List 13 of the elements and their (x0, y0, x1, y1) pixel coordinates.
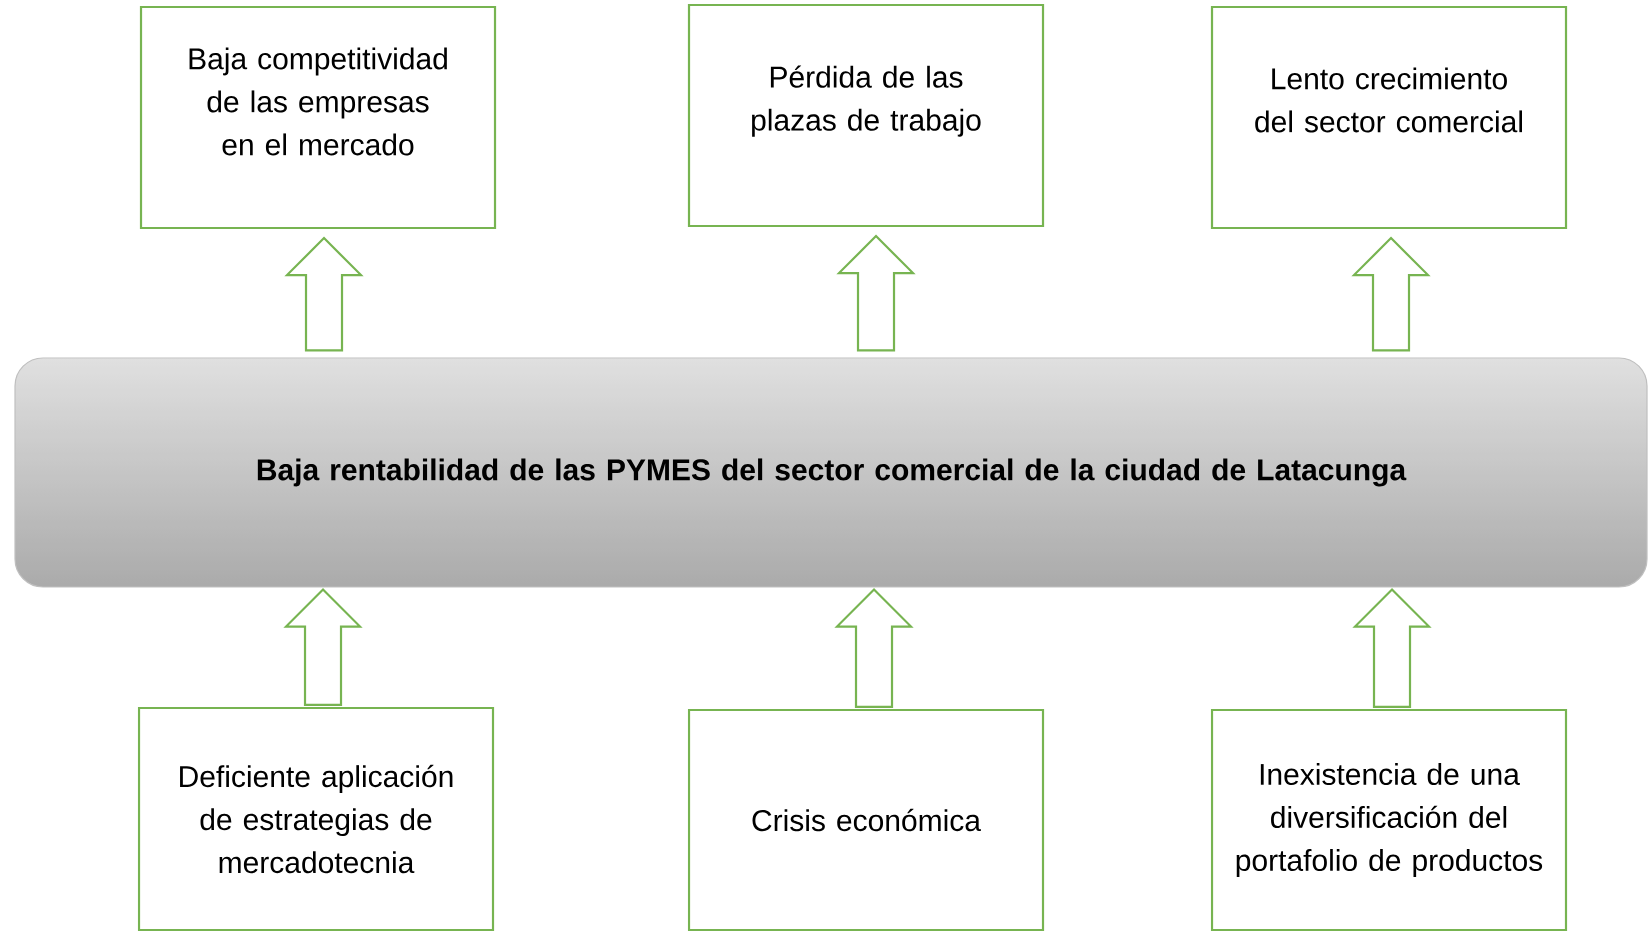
cause-box: Deficiente aplicación de estrategias de mercadotecnia (137, 706, 495, 931)
block-arrow (283, 588, 363, 706)
block-arrow (836, 234, 916, 352)
problem-band: Baja rentabilidad de las PYMES del sector comercial de la ciudad de Latacunga (14, 357, 1648, 588)
effect-box: Pérdida de las plazas de trabajo (687, 3, 1045, 228)
effect-box: Baja competitividad de las empresas en el mercado (139, 5, 497, 230)
block-arrow (834, 588, 914, 708)
cause-box: Crisis económica (687, 708, 1045, 931)
effect-box: Lento crecimiento del sector comercial (1210, 5, 1568, 230)
block-arrow (1351, 236, 1431, 352)
cause-box: Inexistencia de una diversificación del portafolio de productos (1210, 708, 1568, 931)
block-arrow (284, 236, 364, 352)
block-arrow (1352, 588, 1432, 708)
